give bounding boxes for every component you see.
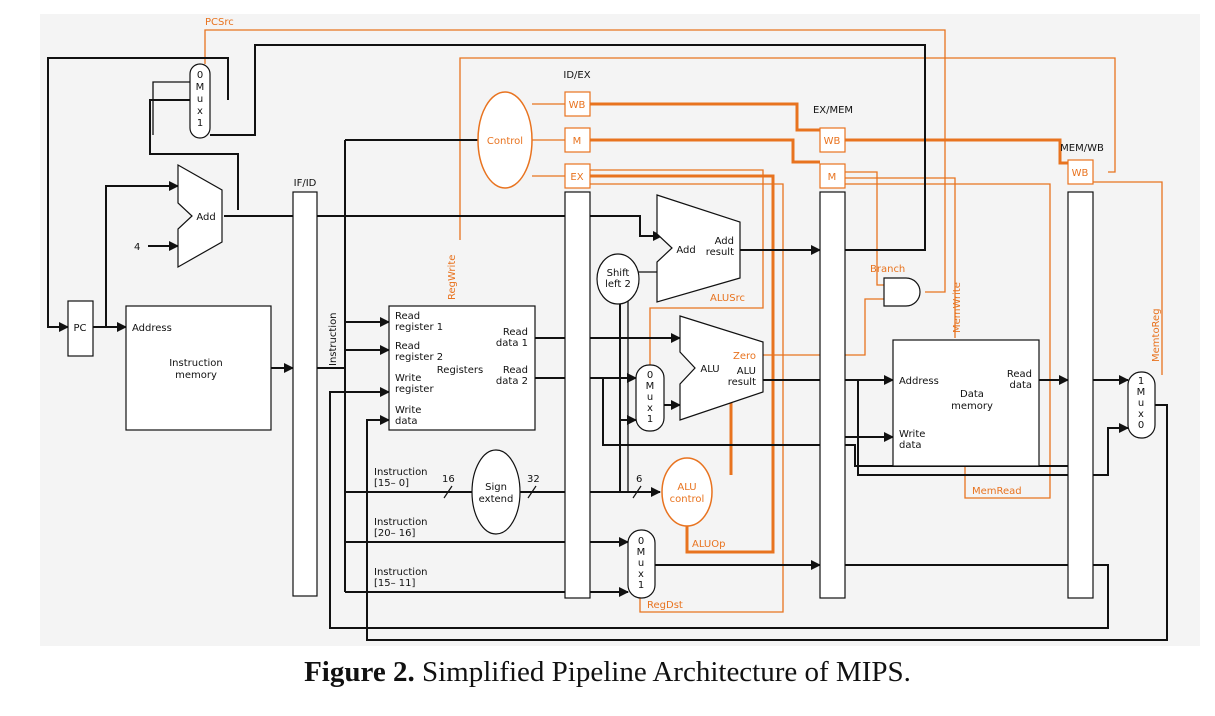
branch-and-gate — [883, 277, 921, 307]
ex-mem-wb: WB — [824, 136, 841, 147]
id-ex-label: ID/EX — [563, 70, 590, 81]
instr-imm-label: Instruction[15– 0] — [374, 467, 428, 489]
control-label: Control — [487, 136, 523, 147]
instr-rt-label: Instruction[20– 16] — [374, 517, 428, 539]
aluop-label: ALUOp — [692, 539, 725, 550]
width-16: 16 — [442, 474, 455, 485]
pc-label: PC — [73, 323, 86, 334]
instr-rd-label: Instruction[15– 11] — [374, 567, 428, 589]
mem-wb-wb: WB — [1072, 168, 1089, 179]
control-unit: Control — [477, 91, 533, 189]
instruction-bus-label: Instruction — [328, 312, 339, 366]
figure-caption: Figure 2. Simplified Pipeline Architectu… — [0, 656, 1215, 689]
caption-label: Figure 2. — [304, 656, 415, 688]
caption-text: Simplified Pipeline Architecture of MIPS… — [421, 656, 911, 688]
constant-four: 4 — [134, 242, 140, 253]
id-ex-register: ID/EX WB M EX — [563, 70, 591, 599]
pcsrc-label: PCSrc — [205, 17, 234, 28]
if-id-register: IF/ID — [292, 178, 318, 597]
memwrite-label: MemWrite — [952, 282, 963, 333]
branch-adder-label: Add — [676, 245, 695, 256]
imem-address-label: Address — [132, 323, 172, 334]
regwrite-label: RegWrite — [447, 255, 458, 300]
if-id-label: IF/ID — [294, 178, 317, 189]
memread-label: MemRead — [972, 486, 1022, 497]
dmem-address-label: Address — [899, 376, 939, 387]
id-ex-ex: EX — [570, 172, 583, 183]
pc-register: PC — [67, 300, 94, 357]
bus-width-marks — [443, 485, 642, 499]
ex-mem-register: EX/MEM WB M — [813, 105, 853, 599]
mem-wb-register: MEM/WB WB — [1060, 143, 1104, 599]
memtoreg-label: MemtoReg — [1151, 308, 1162, 362]
zero-label: Zero — [733, 351, 756, 362]
pc-adder-label: Add — [196, 212, 215, 223]
alu-label: ALU — [700, 364, 719, 375]
branch-label: Branch — [870, 264, 905, 275]
control-wires — [204, 29, 1163, 613]
width-32: 32 — [527, 474, 540, 485]
id-ex-wb: WB — [569, 100, 586, 111]
width-6: 6 — [636, 474, 642, 485]
regdst-label: RegDst — [647, 600, 683, 611]
mem-wb-label: MEM/WB — [1060, 143, 1104, 154]
ex-mem-label: EX/MEM — [813, 105, 853, 116]
pc-adder: Add — [177, 163, 223, 269]
ex-mem-m: M — [828, 172, 837, 183]
registers-name: Registers — [437, 365, 483, 376]
id-ex-m: M — [573, 136, 582, 147]
alusrc-label: ALUSrc — [710, 293, 745, 304]
